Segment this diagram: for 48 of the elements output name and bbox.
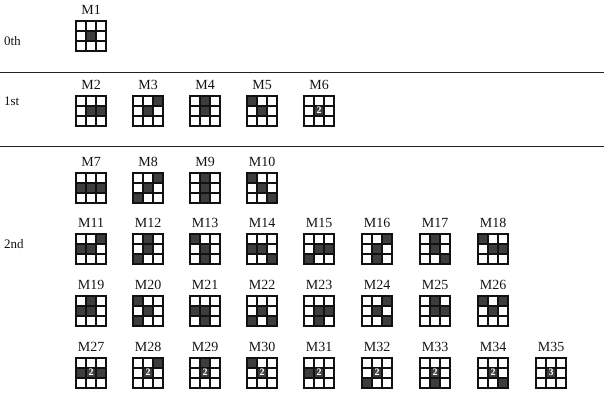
mask-label: M15 bbox=[304, 216, 334, 232]
mask-label: M14 bbox=[248, 216, 276, 232]
mask-label: M8 bbox=[137, 155, 159, 171]
mask-count: 2 bbox=[88, 367, 94, 379]
mask-label: M1 bbox=[80, 3, 102, 19]
mask-count: 2 bbox=[316, 105, 322, 117]
row-label: 2nd bbox=[4, 236, 24, 252]
mask-label: M23 bbox=[304, 278, 334, 294]
mask-label: M17 bbox=[420, 216, 450, 232]
mask-count: 2 bbox=[316, 367, 322, 379]
mask-label: M28 bbox=[134, 340, 162, 356]
mask-label: M26 bbox=[478, 278, 508, 294]
mask-label: M33 bbox=[420, 340, 450, 356]
mask-count: 2 bbox=[202, 367, 208, 379]
mask-label: M13 bbox=[190, 216, 220, 232]
mask-label: M25 bbox=[420, 278, 450, 294]
mask-label: M19 bbox=[76, 278, 106, 294]
mask-label: M27 bbox=[76, 340, 106, 356]
mask-count: 2 bbox=[490, 367, 496, 379]
mask-label: M31 bbox=[304, 340, 334, 356]
mask-label: M7 bbox=[80, 155, 102, 171]
mask-label: M29 bbox=[190, 340, 220, 356]
mask-label: M10 bbox=[248, 155, 276, 171]
mask-label: M24 bbox=[362, 278, 392, 294]
mask-label: M34 bbox=[478, 340, 508, 356]
mask-count: 2 bbox=[432, 367, 438, 379]
mask-label: M16 bbox=[362, 216, 392, 232]
mask-label: M2 bbox=[80, 78, 102, 94]
mask-label: M6 bbox=[308, 78, 330, 94]
mask-label: M11 bbox=[77, 216, 105, 232]
mask-label: M12 bbox=[134, 216, 162, 232]
mask-label: M9 bbox=[194, 155, 216, 171]
mask-label: M21 bbox=[190, 278, 220, 294]
mask-count: 2 bbox=[144, 367, 152, 379]
mask-count: 2 bbox=[258, 367, 266, 379]
mask-label: M30 bbox=[248, 340, 276, 356]
mask-label: M5 bbox=[251, 78, 273, 94]
mask-label: M20 bbox=[134, 278, 162, 294]
mask-label: M22 bbox=[248, 278, 276, 294]
mask-count: 2 bbox=[374, 367, 380, 379]
row-label: 0th bbox=[4, 33, 21, 49]
mask-label: M32 bbox=[362, 340, 392, 356]
mask-label: M3 bbox=[137, 78, 159, 94]
mask-label: M4 bbox=[194, 78, 216, 94]
row-label: 1st bbox=[4, 93, 20, 109]
mask-label: M35 bbox=[536, 340, 566, 356]
mask-label: M18 bbox=[478, 216, 508, 232]
mask-count: 3 bbox=[548, 367, 554, 379]
